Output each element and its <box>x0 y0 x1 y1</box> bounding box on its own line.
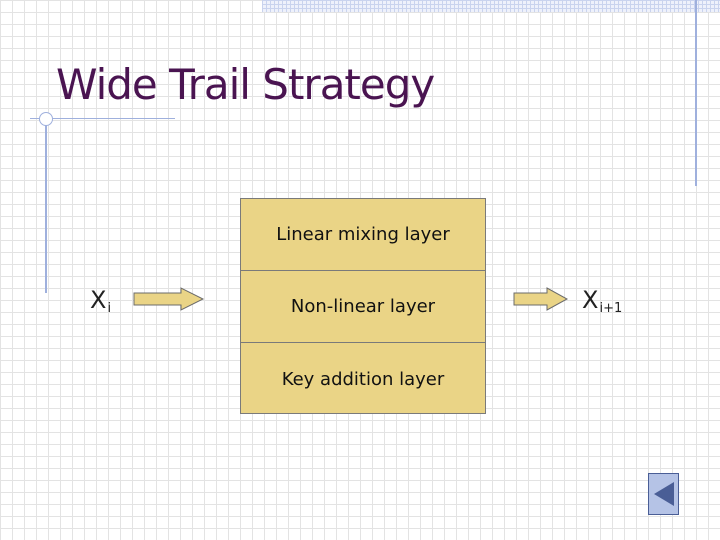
top-decorative-band <box>262 0 720 12</box>
input-variable: Xi <box>90 286 111 316</box>
output-variable-subscript: i+1 <box>599 301 623 316</box>
key-addition-layer: Key addition layer <box>281 368 445 390</box>
right-arrow-icon <box>133 287 205 311</box>
linear-mixing-layer: Linear mixing layer <box>241 199 485 271</box>
crosshair-ornament-icon <box>39 112 53 126</box>
right-decorative-rule <box>695 0 697 186</box>
layer-stack: Linear mixing layer Non-linear layer Key… <box>240 198 486 414</box>
non-linear-layer: Non-linear layer <box>241 271 485 343</box>
title-underline-rule <box>30 118 175 119</box>
slide-title: Wide Trail Strategy <box>56 60 435 109</box>
output-variable-base: X <box>582 286 599 314</box>
input-variable-base: X <box>90 286 107 314</box>
back-navigation-button[interactable] <box>648 473 679 515</box>
left-decorative-rule <box>45 118 47 293</box>
input-variable-subscript: i <box>107 301 112 316</box>
output-variable: Xi+1 <box>582 286 622 316</box>
back-triangle-icon <box>654 482 674 506</box>
right-arrow-icon <box>513 287 569 311</box>
